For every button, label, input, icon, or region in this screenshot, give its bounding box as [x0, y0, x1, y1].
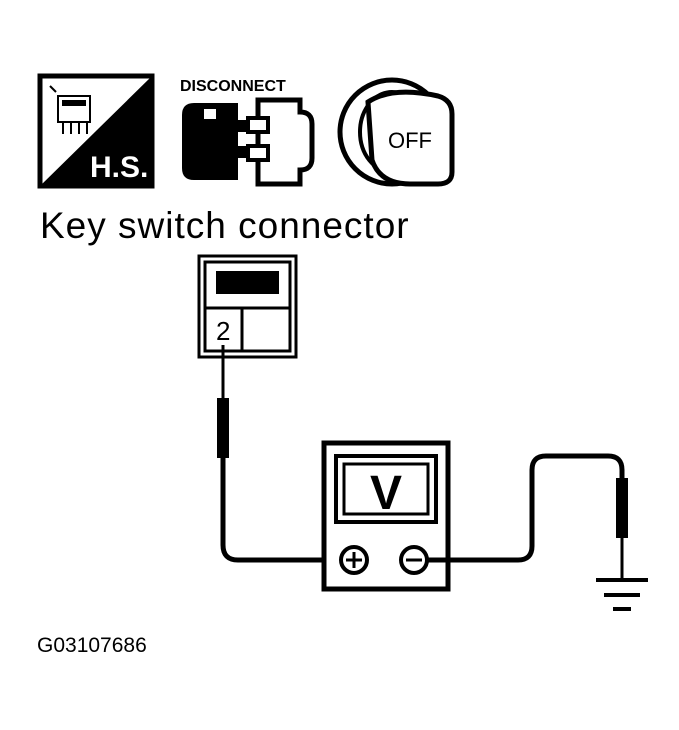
harness-hs-icon: H.S.	[37, 73, 155, 189]
positive-terminal-icon	[339, 545, 369, 575]
negative-terminal-icon	[399, 545, 429, 575]
key-switch-connector-caption: Key switch connector	[40, 205, 410, 246]
disconnect-label: DISCONNECT	[180, 78, 286, 95]
negative-probe-lead	[427, 453, 628, 580]
ground-icon	[596, 578, 648, 611]
key-switch-connector: 2	[197, 254, 298, 359]
disconnect-connector-icon: DISCONNECT	[180, 78, 315, 187]
positive-probe-lead	[217, 345, 341, 563]
terminal-2-label: 2	[216, 316, 230, 346]
voltmeter: V	[321, 440, 451, 592]
figure-id: G03107686	[37, 634, 147, 657]
key-off-label: OFF	[388, 128, 432, 153]
voltmeter-display: V	[370, 467, 402, 520]
hs-label: H.S.	[90, 151, 148, 184]
ignition-key-off-icon: OFF	[337, 77, 455, 187]
